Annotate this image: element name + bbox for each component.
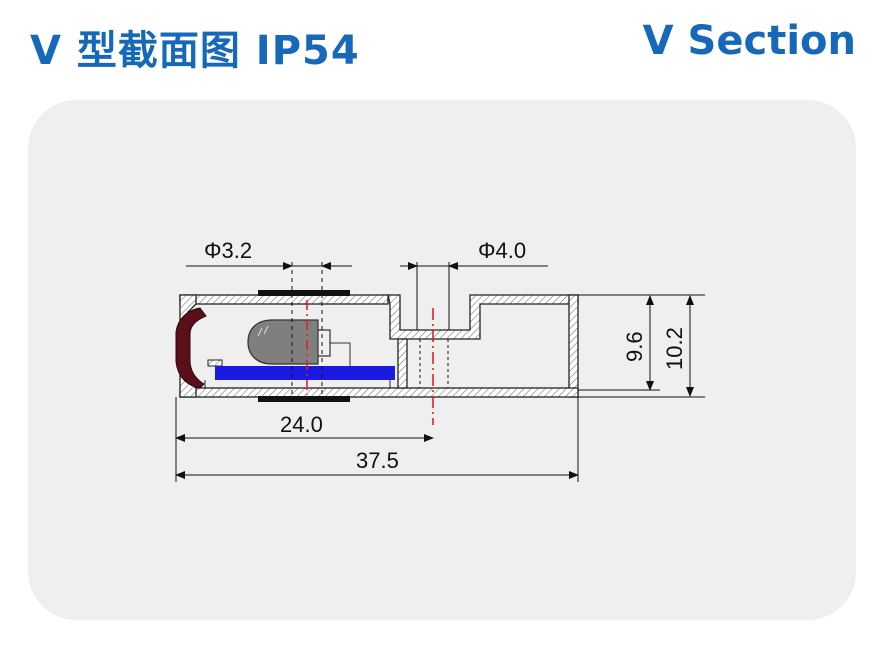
top-tape (258, 290, 350, 296)
dim-hole-large: Φ4.0 (400, 238, 548, 270)
dim-width-total: 37.5 (175, 448, 579, 479)
hole-small-lines (291, 262, 323, 400)
page-title-en: V Section (642, 18, 856, 64)
dim-height-outer: 10.2 (662, 295, 694, 397)
bottom-tape (258, 396, 350, 402)
dim-height-inner: 9.6 (622, 295, 654, 391)
dim-label-phi-4-0: Φ4.0 (478, 238, 526, 263)
lens-clip (175, 307, 207, 389)
led-component (247, 319, 351, 368)
hole-large-lines (416, 262, 450, 388)
page-title-cn: V 型截面图 IP54 (30, 28, 360, 74)
dim-hole-small: Φ3.2 (186, 238, 352, 270)
dim-label-phi-3-2: Φ3.2 (204, 238, 252, 263)
dim-width-24: 24.0 (175, 412, 434, 442)
dim-label-37-5: 37.5 (356, 448, 399, 473)
drawing-panel (28, 100, 856, 620)
dim-label-24: 24.0 (280, 412, 323, 437)
dim-label-9-6: 9.6 (622, 331, 647, 362)
aluminium-profile (179, 294, 579, 398)
pcb-board (215, 366, 395, 380)
dim-label-10-2: 10.2 (662, 327, 687, 370)
